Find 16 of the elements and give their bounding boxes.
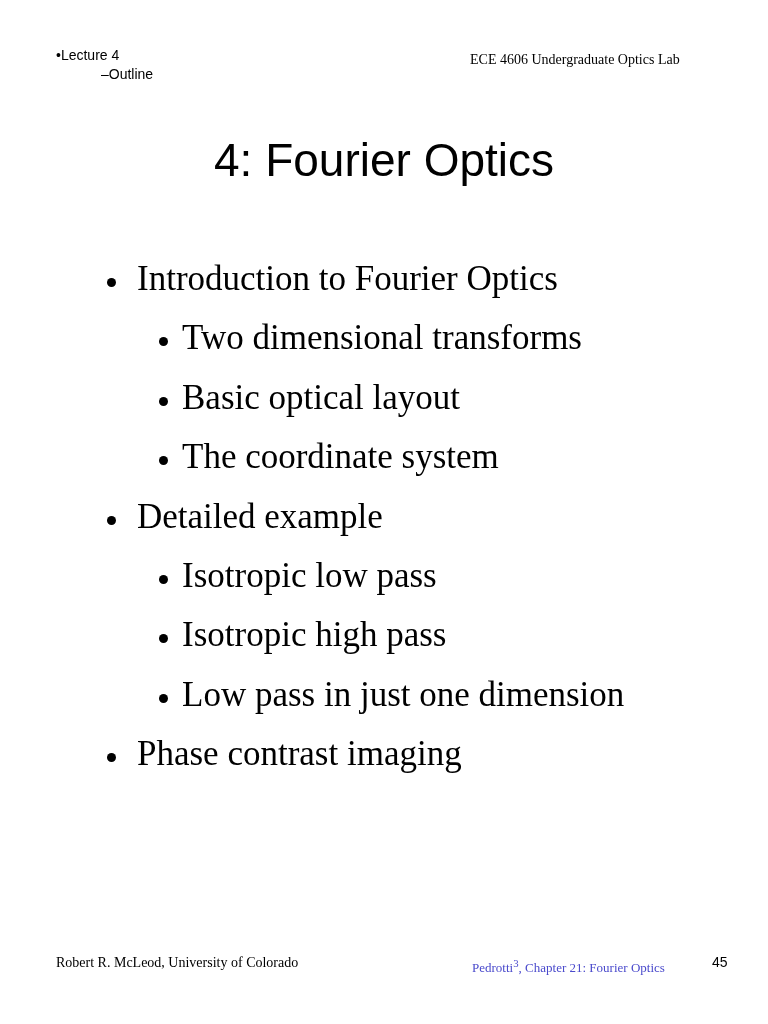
header-sublabel: –Outline [101,66,154,83]
outline-subitem: Two dimensional transforms [182,318,582,359]
outline-item: Detailed example [137,497,383,538]
outline-subitem: Isotropic high pass [182,615,447,656]
outline-item: Phase contrast imaging [137,734,462,775]
outline-item: Introduction to Fourier Optics [137,259,558,300]
source-reference: Pedrotti$^{3}$, Chapter 21: Fourier Optics [472,957,665,977]
outline-subitem: Low pass in just one dimension [182,675,625,716]
outline-subitem: Basic optical layout [182,378,460,419]
outline-subitem: The coordinate system [182,437,499,478]
outline-subitem: Isotropic low pass [182,556,437,597]
author-credit: Robert R. McLeod, University of Colorado [56,955,299,972]
header-label: •Lecture 4 [56,47,120,64]
course-name: ECE 4606 Undergraduate Optics Lab [470,52,680,69]
page-number: 45 [712,954,728,971]
slide-title: 4: Fourier Optics [213,134,555,187]
